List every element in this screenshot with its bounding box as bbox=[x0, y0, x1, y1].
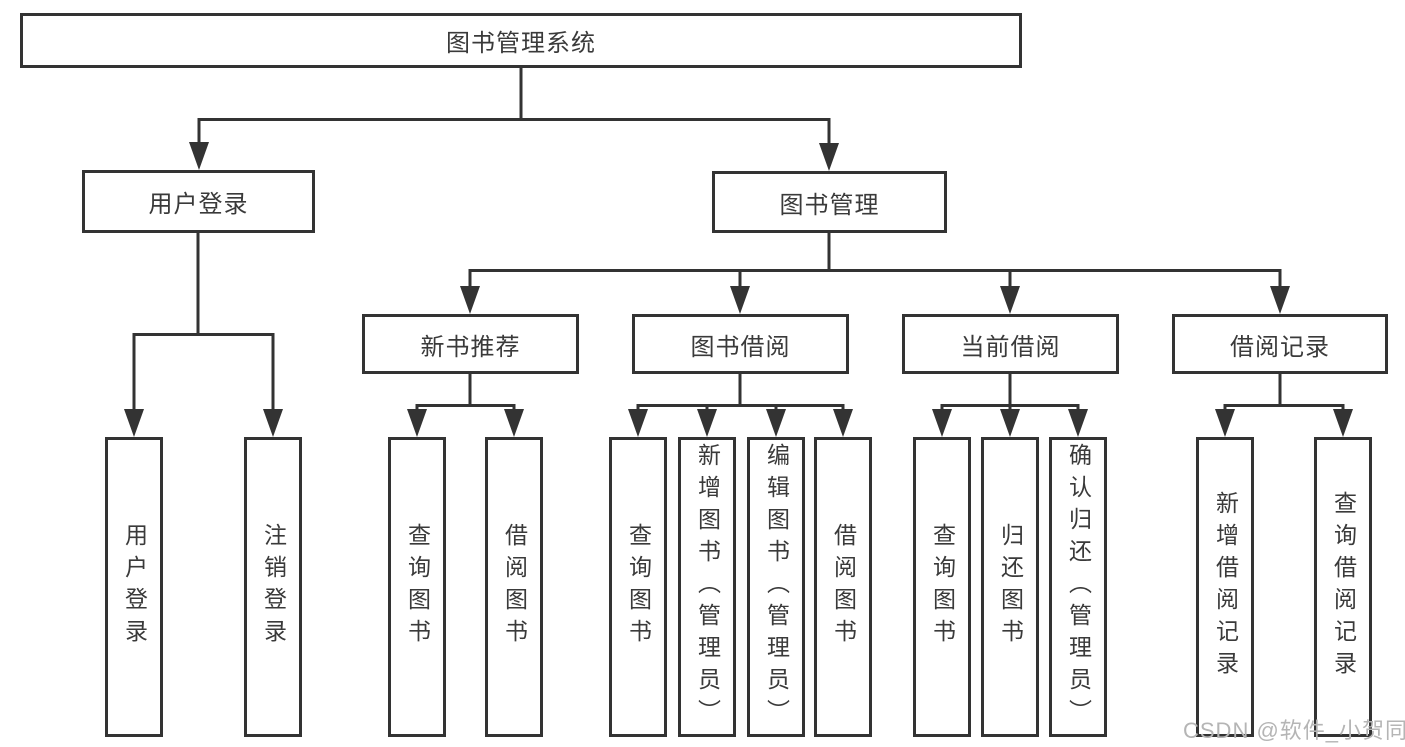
node-label: 图书借阅 bbox=[690, 333, 791, 361]
node-borrow-record: 借阅记录 bbox=[1172, 314, 1388, 374]
leaf-label: 借阅图书 bbox=[830, 523, 857, 651]
leaf-label: 借阅图书 bbox=[501, 523, 528, 651]
leaf-label: 确认归还（管理员） bbox=[1065, 443, 1092, 731]
connector-newbook-to-leaves bbox=[415, 374, 516, 412]
node-book-borrow: 图书借阅 bbox=[632, 314, 849, 374]
leaf-return-books: 归还图书 bbox=[981, 437, 1039, 737]
node-label: 当前借阅 bbox=[960, 333, 1061, 361]
leaf-query-books-1: 查询图书 bbox=[388, 437, 446, 737]
leaf-label: 归还图书 bbox=[997, 523, 1024, 651]
leaf-label: 编辑图书（管理员） bbox=[763, 443, 790, 731]
node-label: 新书推荐 bbox=[420, 333, 521, 361]
connector-current-to-leaves bbox=[940, 374, 1080, 412]
leaf-label: 用户登录 bbox=[121, 523, 148, 651]
node-label: 借阅记录 bbox=[1230, 333, 1330, 361]
connector-borrow-to-leaves bbox=[636, 374, 845, 412]
leaf-logout: 注销登录 bbox=[244, 437, 302, 737]
connector-record-to-leaves bbox=[1223, 374, 1345, 412]
node-label: 图书管理 bbox=[779, 191, 880, 219]
leaf-confirm-return-admin: 确认归还（管理员） bbox=[1049, 437, 1107, 737]
leaf-query-books-2: 查询图书 bbox=[609, 437, 667, 737]
node-label: 用户登录 bbox=[148, 191, 249, 218]
leaf-user-login: 用户登录 bbox=[105, 437, 163, 737]
leaf-add-borrow-record: 新增借阅记录 bbox=[1196, 437, 1254, 737]
node-current-borrow: 当前借阅 bbox=[902, 314, 1119, 374]
leaf-label: 查询图书 bbox=[929, 523, 956, 651]
leaf-edit-books-admin: 编辑图书（管理员） bbox=[747, 437, 805, 737]
node-label: 图书管理系统 bbox=[446, 30, 596, 57]
connector-userlogin-to-leaves bbox=[132, 233, 275, 412]
leaf-label: 查询借阅记录 bbox=[1330, 491, 1357, 683]
leaf-label: 查询图书 bbox=[404, 523, 431, 651]
leaf-label: 注销登录 bbox=[260, 523, 287, 651]
leaf-add-books-admin: 新增图书（管理员） bbox=[678, 437, 736, 737]
node-book-management: 图书管理 bbox=[712, 171, 947, 233]
connector-bookmgmt-to-level3 bbox=[468, 233, 1282, 290]
leaf-borrow-books-1: 借阅图书 bbox=[485, 437, 543, 737]
watermark: CSDN @软件_小贺同学 bbox=[1183, 718, 1405, 743]
leaf-label: 新增图书（管理员） bbox=[694, 443, 721, 731]
leaf-query-books-3: 查询图书 bbox=[913, 437, 971, 737]
leaf-borrow-books-2: 借阅图书 bbox=[814, 437, 872, 737]
connector-root-to-level2 bbox=[197, 68, 831, 147]
node-new-book-recommend: 新书推荐 bbox=[362, 314, 579, 374]
node-root-system: 图书管理系统 bbox=[20, 13, 1022, 68]
leaf-label: 查询图书 bbox=[625, 523, 652, 651]
leaf-label: 新增借阅记录 bbox=[1212, 491, 1239, 683]
node-user-login: 用户登录 bbox=[82, 170, 315, 233]
leaf-query-borrow-record: 查询借阅记录 bbox=[1314, 437, 1372, 737]
